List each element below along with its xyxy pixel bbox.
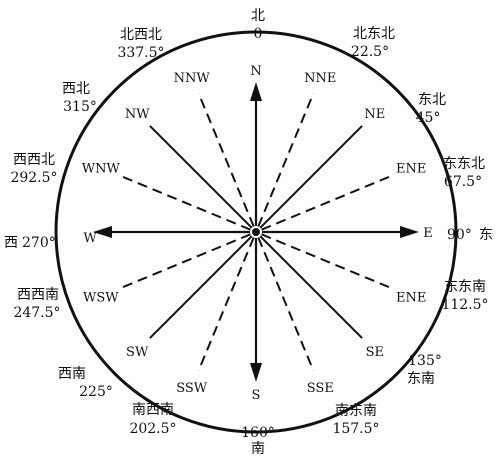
degree-label-e: 90° — [447, 227, 472, 243]
degree-label-s: 160° — [241, 425, 275, 441]
name-label-sse: 南东南 — [335, 403, 377, 419]
abbr-ssw: SSW — [176, 381, 208, 396]
ray-ne — [259, 125, 363, 229]
name-label-s: 南 — [251, 441, 265, 457]
ray-nw — [149, 125, 253, 229]
compass-ring — [54, 30, 458, 434]
name-label-ese: 东东南 — [444, 279, 486, 295]
degree-label-sse: 157.5° — [332, 421, 379, 437]
name-label-se: 东南 — [407, 371, 435, 387]
degree-label-w: 270° — [22, 235, 56, 251]
arrowhead-n — [250, 82, 262, 101]
name-label-e: 东 — [479, 227, 493, 243]
degree-label-se: 135° — [408, 353, 442, 369]
name-label-nnw: 北西北 — [120, 27, 162, 43]
degree-label-nnw: 337.5° — [117, 45, 164, 61]
name-label-nne: 北东北 — [353, 26, 395, 42]
abbreviation-labels: N NNE NE ENE E ENE SE SSE S SSW SW WSW W WNW NW NNW — [82, 64, 433, 403]
degree-label-sw: 225° — [79, 384, 113, 400]
degree-label-nw: 315° — [63, 99, 97, 115]
ray-ene — [261, 173, 395, 231]
abbr-se: SE — [366, 345, 384, 360]
degree-label-ne: 45° — [416, 110, 441, 126]
name-label-nw: 西北 — [62, 81, 90, 97]
degree-label-n: 0 — [254, 26, 263, 42]
compass-rays — [93, 82, 419, 382]
abbr-nne: NNE — [304, 71, 336, 86]
degree-label-wsw: 247.5° — [13, 305, 60, 321]
abbr-s: S — [252, 388, 261, 403]
name-label-ene: 东东北 — [443, 156, 485, 172]
abbr-wnw: WNW — [82, 162, 121, 177]
degree-label-ssw: 202.5° — [129, 421, 176, 437]
name-label-ne: 东北 — [418, 92, 446, 108]
ray-ssw — [197, 237, 255, 371]
name-label-n: 北 — [251, 8, 265, 24]
ray-nnw — [197, 93, 255, 227]
abbr-nnw: NNW — [174, 71, 211, 86]
abbr-ene: ENE — [396, 162, 426, 177]
arrowhead-s — [250, 363, 262, 382]
abbr-ese: ENE — [396, 290, 426, 305]
degree-label-wnw: 292.5° — [10, 170, 57, 186]
ray-sse — [257, 237, 315, 371]
ray-wnw — [117, 173, 251, 231]
name-label-wnw: 西西北 — [13, 152, 55, 168]
ray-wsw — [117, 233, 251, 291]
abbr-sw: SW — [126, 345, 149, 360]
abbr-e: E — [423, 226, 433, 241]
degree-label-ene: 67.5° — [444, 174, 482, 190]
abbr-nw: NW — [125, 107, 150, 122]
name-label-wsw: 西西南 — [17, 287, 59, 303]
arrowhead-e — [400, 226, 419, 238]
abbr-wsw: WSW — [83, 290, 119, 305]
abbr-ne: NE — [364, 107, 385, 122]
abbr-w: W — [83, 231, 97, 246]
degree-label-nne: 22.5° — [351, 44, 389, 60]
ray-nne — [257, 93, 315, 227]
abbr-sse: SSE — [307, 381, 334, 396]
ray-se — [259, 235, 363, 339]
arrowhead-w — [93, 226, 112, 238]
name-label-w: 西 — [4, 235, 18, 251]
name-label-sw: 西南 — [58, 366, 86, 382]
ray-ese — [261, 233, 395, 291]
abbr-n: N — [250, 64, 261, 79]
center-hub — [252, 228, 260, 236]
ray-sw — [149, 235, 253, 339]
name-label-ssw: 南西南 — [132, 402, 174, 418]
degree-label-ese: 112.5° — [441, 297, 488, 313]
